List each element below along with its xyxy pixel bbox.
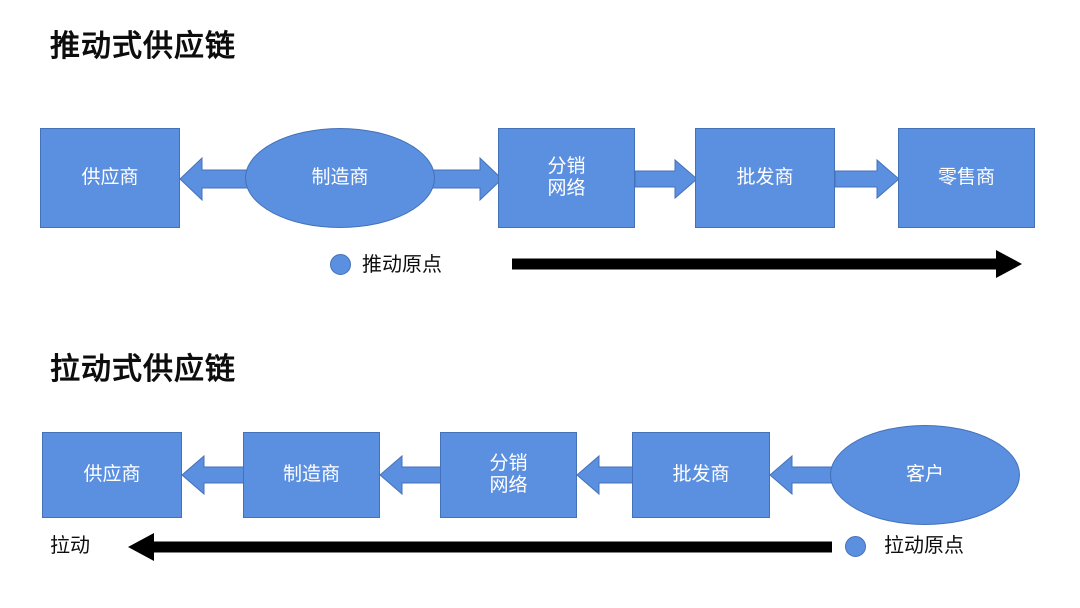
- connector-customer-to-wholesaler-icon: [769, 454, 839, 496]
- pull-direction-arrow-icon: [128, 532, 832, 562]
- node-label: 批发商: [672, 463, 730, 485]
- pull-origin-label: 拉动原点: [884, 535, 964, 557]
- pull-section-title: 拉动式供应链: [50, 353, 236, 386]
- connector-distribution-to-manufacturer-icon: [379, 454, 442, 496]
- node-wholesaler[interactable]: 批发商: [632, 432, 770, 518]
- node-label: 供应商: [81, 166, 139, 188]
- node-manufacturer[interactable]: 制造商: [243, 432, 380, 518]
- node-label: 批发商: [736, 166, 794, 188]
- push-origin-dot-icon: [330, 254, 351, 275]
- node-label: 供应商: [83, 463, 141, 485]
- pull-origin-dot-icon: [845, 536, 866, 557]
- connector-distribution-to-wholesaler-icon: [634, 158, 698, 200]
- node-label: 制造商: [282, 463, 340, 485]
- node-customer[interactable]: 客户: [830, 425, 1020, 525]
- connector-manufacturer-to-supplier-icon: [179, 156, 251, 202]
- connector-wholesaler-to-distribution-icon: [576, 454, 634, 496]
- node-distribution[interactable]: 分销 网络: [498, 128, 635, 228]
- connector-manufacturer-to-distribution-icon: [429, 156, 503, 202]
- node-label: 分销 网络: [489, 452, 528, 496]
- push-direction-arrow-icon: [512, 249, 1022, 279]
- node-label: 零售商: [937, 166, 995, 188]
- node-supplier[interactable]: 供应商: [40, 128, 180, 228]
- node-manufacturer[interactable]: 制造商: [245, 128, 435, 228]
- push-origin-label: 推动原点: [362, 254, 442, 276]
- pull-label: 拉动: [50, 535, 90, 557]
- connector-wholesaler-to-retailer-icon: [834, 158, 900, 200]
- node-label: 客户: [905, 463, 944, 485]
- node-retailer[interactable]: 零售商: [898, 128, 1035, 228]
- connector-manufacturer-to-supplier-icon: [181, 454, 245, 496]
- node-wholesaler[interactable]: 批发商: [695, 128, 835, 228]
- node-label: 制造商: [311, 166, 369, 188]
- node-label: 分销 网络: [547, 155, 586, 199]
- push-section-title: 推动式供应链: [50, 30, 236, 63]
- node-supplier[interactable]: 供应商: [42, 432, 182, 518]
- node-distribution[interactable]: 分销 网络: [440, 432, 577, 518]
